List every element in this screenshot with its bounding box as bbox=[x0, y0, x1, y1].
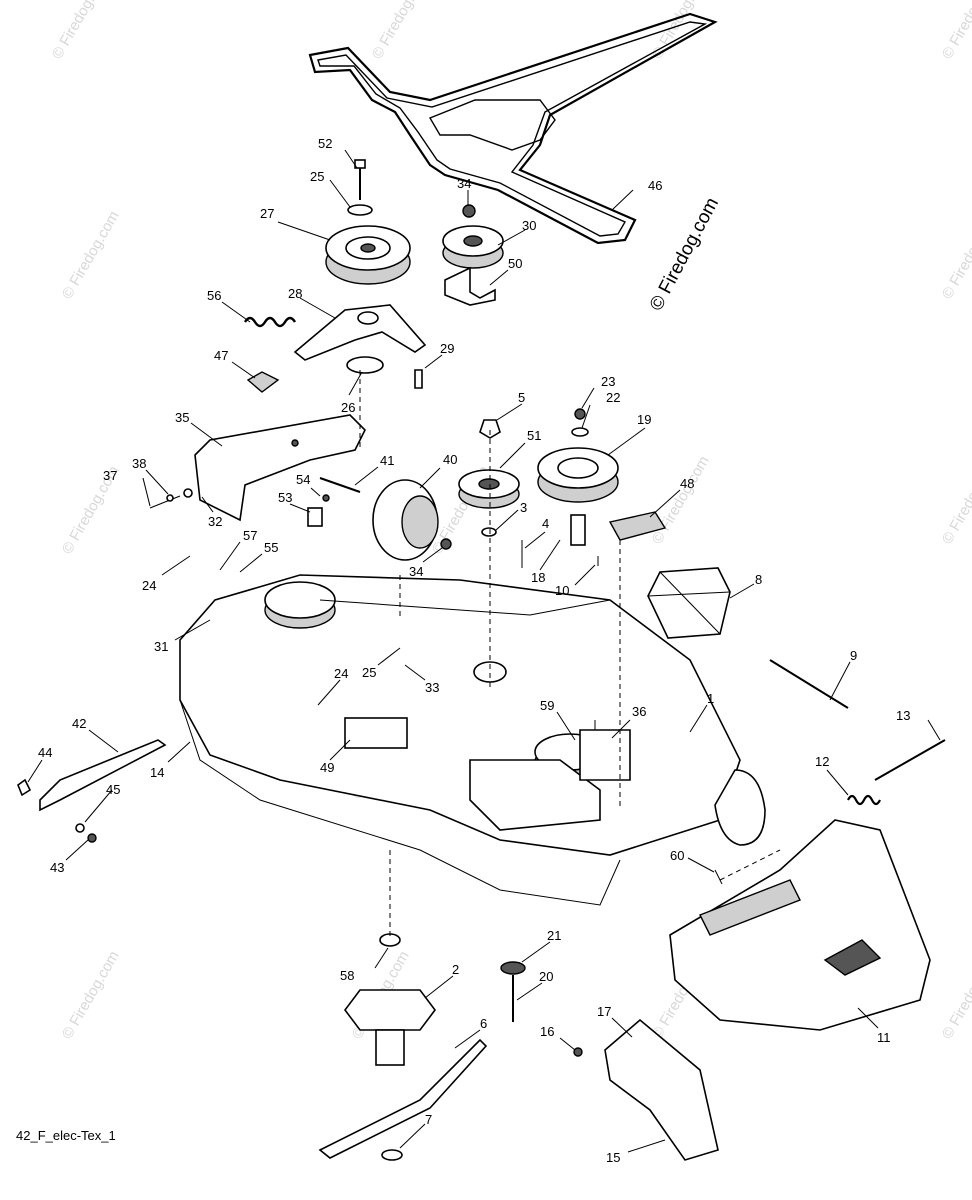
spindle-blade bbox=[318, 933, 488, 1161]
callout-23: 23 bbox=[601, 374, 615, 389]
idler-pulley-19 bbox=[537, 408, 619, 546]
callout-56: 56 bbox=[207, 288, 221, 303]
callout-43: 43 bbox=[50, 860, 64, 875]
callout-48: 48 bbox=[680, 476, 694, 491]
callout-labels: 52 25 27 34 30 50 46 56 28 29 47 26 35 3… bbox=[38, 136, 910, 1165]
callout-49: 49 bbox=[320, 760, 334, 775]
callout-47: 47 bbox=[214, 348, 228, 363]
callout-50: 50 bbox=[508, 256, 522, 271]
watermark: © Firedog.com bbox=[369, 0, 433, 62]
callout-58: 58 bbox=[340, 968, 354, 983]
callout-19: 19 bbox=[637, 412, 651, 427]
callout-60: 60 bbox=[670, 848, 684, 863]
callout-42: 42 bbox=[72, 716, 86, 731]
center-lines bbox=[359, 370, 781, 940]
callout-59: 59 bbox=[540, 698, 554, 713]
idler-arm bbox=[243, 304, 427, 393]
callout-52: 52 bbox=[318, 136, 332, 151]
callout-5: 5 bbox=[518, 390, 525, 405]
lift-link bbox=[17, 739, 167, 843]
callout-34b: 34 bbox=[409, 564, 423, 579]
callout-21: 21 bbox=[547, 928, 561, 943]
callout-15: 15 bbox=[606, 1150, 620, 1165]
watermark: © Firedog.com bbox=[49, 0, 113, 62]
callout-3: 3 bbox=[520, 500, 527, 515]
watermark: © Firedog.com bbox=[59, 948, 123, 1042]
drive-spindle bbox=[579, 720, 631, 781]
copyright-text: © Firedog.com bbox=[646, 194, 723, 314]
discharge-chute bbox=[669, 739, 946, 1031]
callout-6: 6 bbox=[480, 1016, 487, 1031]
callout-20: 20 bbox=[539, 969, 553, 984]
watermark: © Firedog.com bbox=[59, 208, 123, 302]
watermark: © Firedog.com bbox=[939, 208, 972, 302]
callout-51: 51 bbox=[527, 428, 541, 443]
watermark: © Firedog.com bbox=[939, 0, 972, 62]
callout-9: 9 bbox=[850, 648, 857, 663]
roller-assembly bbox=[597, 511, 849, 709]
watermark: © Firedog.com bbox=[939, 453, 972, 547]
callout-17: 17 bbox=[597, 1004, 611, 1019]
belt-guard bbox=[149, 414, 366, 522]
callout-33: 33 bbox=[425, 680, 439, 695]
leader-lines bbox=[27, 149, 941, 1153]
callout-27: 27 bbox=[260, 206, 274, 221]
watermark: © Firedog.com bbox=[939, 948, 972, 1042]
callout-40: 40 bbox=[443, 452, 457, 467]
baffle bbox=[500, 961, 719, 1161]
callout-28: 28 bbox=[288, 286, 302, 301]
idler-pulley-27 bbox=[325, 159, 411, 285]
callout-25b: 25 bbox=[362, 665, 376, 680]
callout-34: 34 bbox=[457, 176, 471, 191]
callout-26: 26 bbox=[341, 400, 355, 415]
callout-35: 35 bbox=[175, 410, 189, 425]
callout-53: 53 bbox=[278, 490, 292, 505]
callout-24: 24 bbox=[142, 578, 156, 593]
callout-45: 45 bbox=[106, 782, 120, 797]
drive-pulley bbox=[458, 419, 523, 568]
belt bbox=[308, 12, 718, 245]
callout-55: 55 bbox=[264, 540, 278, 555]
callout-11: 11 bbox=[877, 1030, 891, 1045]
callout-8: 8 bbox=[755, 572, 762, 587]
callout-44: 44 bbox=[38, 745, 52, 760]
callout-24b: 24 bbox=[334, 666, 348, 681]
callout-18: 18 bbox=[531, 570, 545, 585]
callout-57: 57 bbox=[243, 528, 257, 543]
mower-deck bbox=[179, 574, 766, 906]
callout-22: 22 bbox=[606, 390, 620, 405]
gauge-wheel bbox=[307, 477, 452, 561]
watermark: © Firedog.com bbox=[649, 453, 713, 547]
callout-46: 46 bbox=[648, 178, 662, 193]
callout-36: 36 bbox=[632, 704, 646, 719]
callout-10: 10 bbox=[555, 583, 569, 598]
callout-54: 54 bbox=[296, 472, 310, 487]
callout-13: 13 bbox=[896, 708, 910, 723]
diagram-code: 42_F_elec-Tex_1 bbox=[16, 1128, 116, 1143]
callout-30: 30 bbox=[522, 218, 536, 233]
callout-12: 12 bbox=[815, 754, 829, 769]
callout-14: 14 bbox=[150, 765, 164, 780]
callout-32: 32 bbox=[208, 514, 222, 529]
callout-2: 2 bbox=[452, 962, 459, 977]
callout-31: 31 bbox=[154, 639, 168, 654]
callout-1: 1 bbox=[707, 691, 714, 706]
callout-41: 41 bbox=[380, 453, 394, 468]
callout-38: 38 bbox=[132, 456, 146, 471]
callout-37: 37 bbox=[103, 468, 117, 483]
callout-25: 25 bbox=[310, 169, 324, 184]
callout-16: 16 bbox=[540, 1024, 554, 1039]
callout-7: 7 bbox=[425, 1112, 432, 1127]
idler-pulley-30 bbox=[442, 204, 504, 306]
callout-29: 29 bbox=[440, 341, 454, 356]
callout-4: 4 bbox=[542, 516, 549, 531]
